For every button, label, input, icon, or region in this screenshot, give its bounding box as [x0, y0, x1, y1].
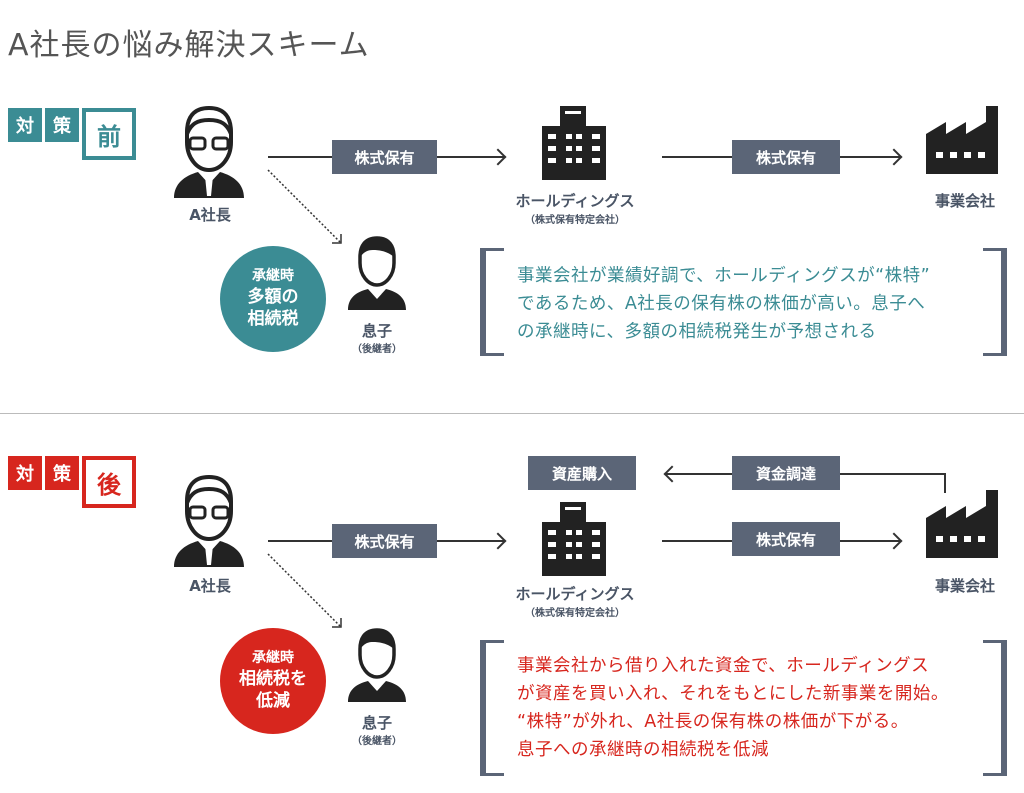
- quote-line: 息子への承継時の相続税を低減: [517, 740, 769, 760]
- shareholding-tag: 株式保有: [732, 140, 840, 174]
- factory-icon: [926, 106, 998, 174]
- arrow-head-icon: [489, 532, 507, 550]
- ceo-icon: [174, 105, 244, 198]
- bracket-right: [983, 640, 1007, 776]
- ceo-label: A社長: [189, 577, 231, 595]
- badge-char: 対: [8, 456, 42, 490]
- holdings-sub-label: （株式保有特定会社）: [525, 608, 625, 619]
- badge-char: 策: [45, 108, 79, 142]
- badge-before: 前: [82, 108, 136, 160]
- section-divider: [0, 413, 1024, 414]
- circle-line: 低減: [256, 691, 290, 712]
- son-sub-label: （後継者）: [352, 736, 402, 747]
- arrow-head-icon: [885, 532, 903, 550]
- circle-line: 承継時: [252, 649, 294, 666]
- son-label: 息子: [361, 714, 392, 732]
- son-icon: [348, 628, 406, 702]
- shareholding-tag: 株式保有: [732, 522, 840, 556]
- son-icon: [348, 236, 406, 310]
- badge-char: 対: [8, 108, 42, 142]
- badge-char: 策: [45, 456, 79, 490]
- bracket-left: [480, 640, 504, 776]
- dotted-arrow: [267, 553, 342, 628]
- circle-line: 多額の: [247, 286, 299, 307]
- badge-after: 後: [82, 456, 136, 508]
- arrow-line-vertical: [944, 473, 946, 493]
- quote-line: が資産を買い入れ、それをもとにした新事業を開始。: [517, 684, 949, 704]
- shareholding-tag: 株式保有: [332, 140, 437, 174]
- ceo-icon: [174, 474, 244, 567]
- circle-line: 承継時: [252, 267, 294, 284]
- son-label: 息子: [361, 322, 392, 340]
- asset-purchase-tag: 資産購入: [528, 456, 636, 490]
- shareholding-tag: 株式保有: [332, 524, 437, 558]
- page-title: A社長の悩み解決スキーム: [8, 28, 370, 63]
- quote-line: “株特”が外れ、A社長の保有株の株価が下がる。: [517, 712, 909, 732]
- bracket-right: [983, 248, 1007, 356]
- factory-icon: [926, 490, 998, 558]
- ceo-label: A社長: [189, 206, 231, 224]
- company-label: 事業会社: [934, 577, 995, 595]
- quote-line: 事業会社が業績好調で、ホールディングスが“株特”: [517, 266, 931, 286]
- quote-line: 事業会社から借り入れた資金で、ホールディングス: [517, 656, 930, 676]
- holdings-label: ホールディングス: [515, 585, 635, 603]
- quote-line: の承継時に、多額の相続税発生が予想される: [517, 322, 877, 342]
- bracket-left: [480, 248, 504, 356]
- circle-line: 相続税を: [239, 668, 307, 689]
- building-icon: [542, 106, 606, 180]
- tax-circle-high: 承継時 多額の 相続税: [220, 246, 326, 352]
- arrow-head-icon: [663, 465, 681, 483]
- arrow-head-icon: [885, 148, 903, 166]
- circle-line: 相続税: [247, 309, 299, 330]
- arrow-head-icon: [489, 148, 507, 166]
- holdings-sub-label: （株式保有特定会社）: [525, 215, 625, 226]
- dotted-arrow: [267, 169, 342, 244]
- holdings-label: ホールディングス: [515, 192, 635, 210]
- building-icon: [542, 502, 606, 576]
- quote-line: であるため、A社長の保有株の株価が高い。息子へ: [517, 294, 926, 314]
- tax-circle-reduced: 承継時 相続税を 低減: [220, 628, 326, 734]
- son-sub-label: （後継者）: [352, 344, 402, 355]
- funding-tag: 資金調達: [732, 456, 840, 490]
- company-label: 事業会社: [934, 192, 995, 210]
